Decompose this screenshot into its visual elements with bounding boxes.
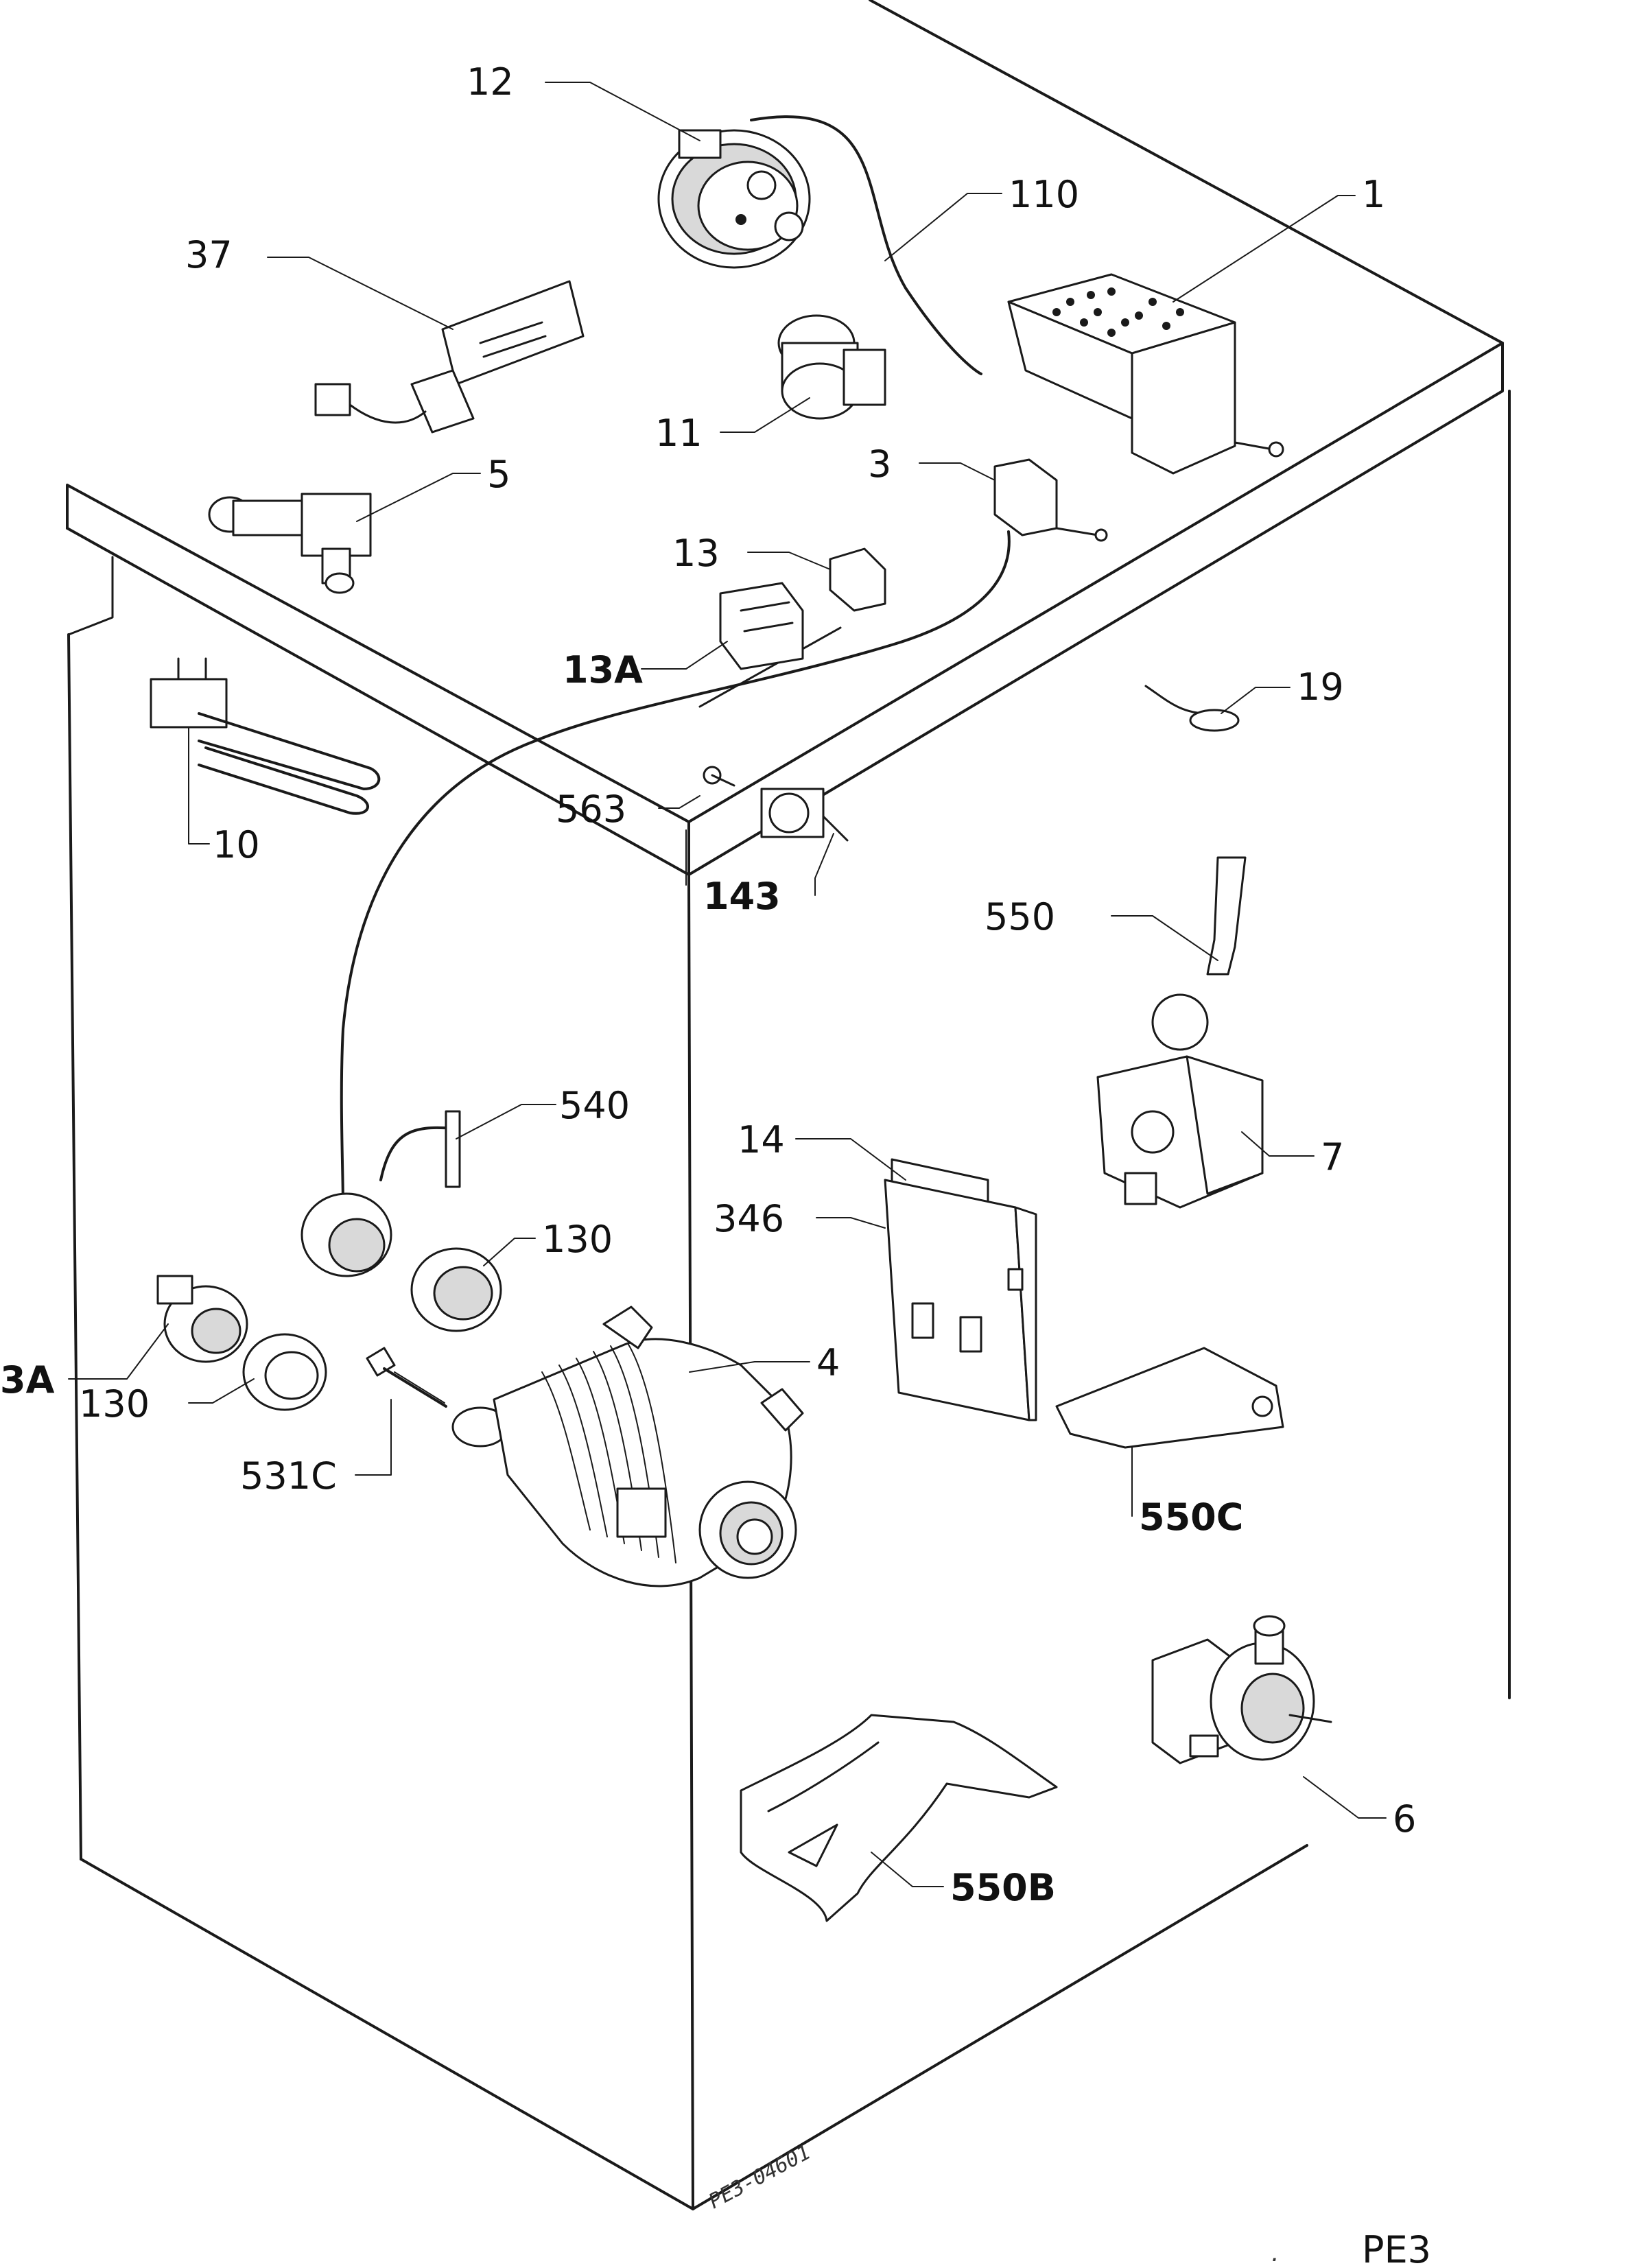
cover-plate-part [1055,1347,1284,1449]
callout-346: 346 [714,1197,784,1240]
callout-10: 10 [213,823,260,866]
motor-part [451,1306,804,1587]
heating-element-part [150,657,381,815]
callout-5: 5 [487,453,510,496]
callout-13a: 13A [563,648,643,692]
door-interlock-part [1096,1055,1264,1209]
timer-part [1007,273,1284,475]
callout-550: 550 [985,895,1055,938]
callout-labels: 12 110 1 37 11 5 3 13 13A 19 10 563 143 … [0,60,1416,1909]
callout-110: 110 [1009,173,1079,216]
cabinet-outline [66,0,1511,2210]
callout-1: 1 [1362,173,1385,216]
capacitor-part [777,314,886,420]
callout-531c: 531C [240,1454,337,1498]
callout-6: 6 [1393,1797,1416,1841]
suppressor-part [314,280,585,434]
callout-563: 563 [556,788,626,831]
callout-130-right: 130 [542,1218,613,1261]
wiring-cable [340,530,1011,1209]
dot-mark: . [1269,2243,1282,2267]
callout-550b: 550B [950,1866,1056,1909]
callout-19: 19 [1297,665,1344,709]
callout-13: 13 [672,532,720,575]
seal-ring-part [242,1333,327,1411]
door-switch-part [993,458,1108,542]
electronic-module-part [884,1158,1037,1421]
callout-550c: 550C [1139,1496,1243,1539]
cable-grommet-part [301,1192,392,1277]
temperature-sensor-part [1144,685,1240,732]
callout-540: 540 [559,1084,630,1127]
sheet-code: PE3 [1362,2228,1431,2268]
terminal-block-part [719,547,886,670]
bolt-part [366,1347,447,1408]
seal-ring-part-2 [410,1247,502,1332]
pressure-switch-part [156,1275,248,1363]
callout-3a: 3A [0,1358,55,1402]
shield-part [740,1714,1058,1922]
callout-130-left: 130 [79,1382,150,1426]
drain-pump-part [1151,1615,1332,1764]
callout-12: 12 [467,60,514,104]
thermostat-part [703,766,849,842]
callout-4: 4 [816,1341,840,1384]
clamp-part [379,1110,461,1188]
callout-143: 143 [703,875,781,918]
drawing-number: PE3-04601 [705,2140,814,2214]
hose-part [750,115,982,375]
callout-14: 14 [738,1118,785,1161]
callout-7: 7 [1321,1135,1344,1179]
callout-37: 37 [185,233,233,276]
lever-part [1151,856,1247,1051]
callout-11: 11 [655,412,703,455]
leader-lines [68,82,1387,1887]
callout-3: 3 [868,442,891,486]
inlet-valve-part [208,493,372,594]
programme-selector-part [657,129,811,269]
